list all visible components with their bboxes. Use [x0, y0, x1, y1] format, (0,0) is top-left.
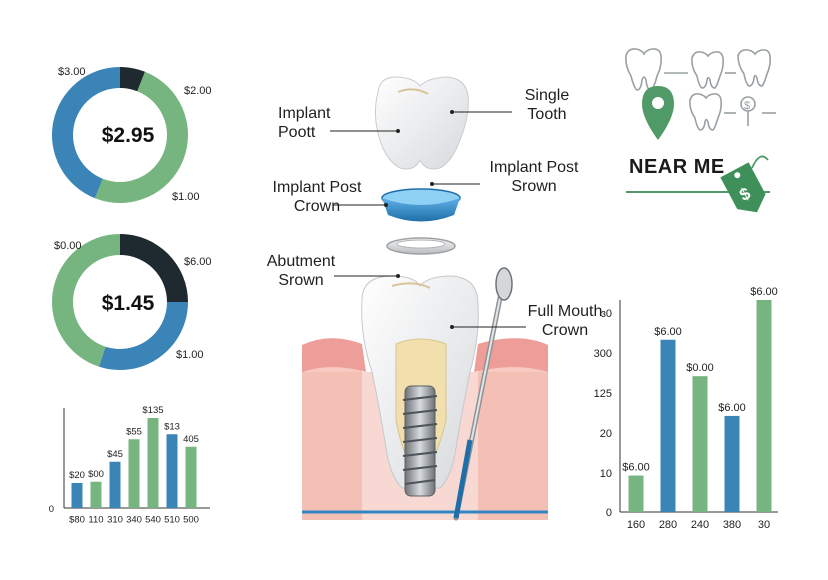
- small-bar-category-label-3: 340: [126, 515, 142, 526]
- donut1-slice-label-1: $2.00: [184, 85, 212, 97]
- donut2-slice-1: [98, 302, 188, 370]
- large-bar-bar-0: [628, 475, 644, 512]
- small-bar-bar-5: [166, 434, 178, 508]
- small-bar-data-label-0: $20: [69, 470, 85, 481]
- small-bar-category-label-6: 500: [183, 515, 199, 526]
- large-bar-category-label-1: 280: [659, 519, 677, 531]
- large-bar-bar-2: [692, 376, 708, 512]
- small-bar-bar-2: [109, 461, 121, 508]
- donut1-center-value: $2.95: [101, 124, 155, 147]
- donut2-slice-label-0: $0.00: [54, 240, 82, 252]
- large-bar-category-label-4: 30: [758, 519, 770, 531]
- large-bar-category-label-2: 240: [691, 519, 709, 531]
- small-bar-category-label-2: 310: [107, 515, 123, 526]
- near-me-heading: NEAR ME: [629, 156, 725, 178]
- donut1-slice-2: [51, 67, 121, 199]
- tooth-icon: [737, 49, 771, 87]
- small-bar-bar-3: [128, 439, 140, 508]
- small-bar-bar-4: [147, 418, 159, 508]
- small-bar-category-label-4: 540: [145, 515, 161, 526]
- tooth-icon: [691, 51, 724, 89]
- dental-probe-icon: [453, 267, 513, 521]
- tooth-icon: [625, 48, 662, 91]
- large-bar-bar-1: [660, 339, 676, 512]
- donut1-slice-1: [94, 71, 188, 203]
- large-bar-y-tick-0: 0: [606, 507, 612, 519]
- large-bar-category-label-0: 160: [627, 519, 645, 531]
- large-bar-category-label-3: 380: [723, 519, 741, 531]
- floating-crown: [374, 76, 469, 170]
- donut2-slice-label-2: $1.00: [176, 349, 204, 361]
- donut2-slice-2: [52, 234, 120, 367]
- small-bar-category-label-1: 110: [88, 515, 103, 526]
- small-bar-data-label-3: $55: [126, 426, 142, 437]
- price-tag-icon: $: [720, 162, 766, 213]
- donut1-slice-label-0: $3.00: [58, 66, 86, 78]
- small-bar-data-label-6: 405: [183, 434, 199, 445]
- small-bar-bar-1: [90, 481, 102, 508]
- small-bar-category-label-0: $80: [69, 515, 85, 526]
- small-bar-category-label-5: 510: [164, 515, 180, 526]
- large-bar-y-tick-2: 20: [600, 428, 612, 440]
- small-bar-data-label-2: $45: [107, 449, 123, 460]
- donut2-center-value: $1.45: [101, 292, 155, 315]
- small-bar-y-tick-0: 0: [49, 504, 54, 515]
- large-bar-data-label-2: $0.00: [686, 362, 714, 374]
- large-bar-data-label-1: $6.00: [654, 326, 682, 338]
- location-pin-icon: [642, 86, 674, 140]
- small-bar-bar-0: [71, 483, 83, 508]
- abutment-ring: [386, 237, 456, 255]
- large-bar-y-tick-3: 125: [594, 388, 612, 400]
- donut1-slice-label-2: $1.00: [172, 191, 200, 203]
- large-bar-data-label-0: $6.00: [622, 462, 650, 474]
- small-bar-bar-6: [185, 446, 197, 508]
- small-bar-data-label-1: $00: [88, 469, 104, 480]
- dollar-icon: $: [744, 100, 750, 112]
- large-bar-y-tick-4: 300: [594, 348, 612, 360]
- large-bar-data-label-3: $6.00: [718, 402, 746, 414]
- donut1-slice-0: [120, 67, 146, 92]
- small-bar-data-label-5: $13: [164, 421, 180, 432]
- large-bar-bar-3: [724, 415, 740, 512]
- small-bar-data-label-4: $135: [142, 405, 163, 416]
- donut2-slice-0: [120, 234, 188, 302]
- donut2-slice-label-1: $6.00: [184, 256, 212, 268]
- large-bar-y-tick-1: 10: [600, 468, 612, 480]
- blue-post-cap: [381, 188, 461, 222]
- tooth-icon: [689, 93, 722, 131]
- large-bar-bar-4: [756, 300, 772, 512]
- large-bar-y-tick-5: ɜ0: [601, 308, 612, 320]
- implant-screw: [402, 385, 438, 497]
- large-bar-data-label-4: $6.00: [750, 286, 778, 298]
